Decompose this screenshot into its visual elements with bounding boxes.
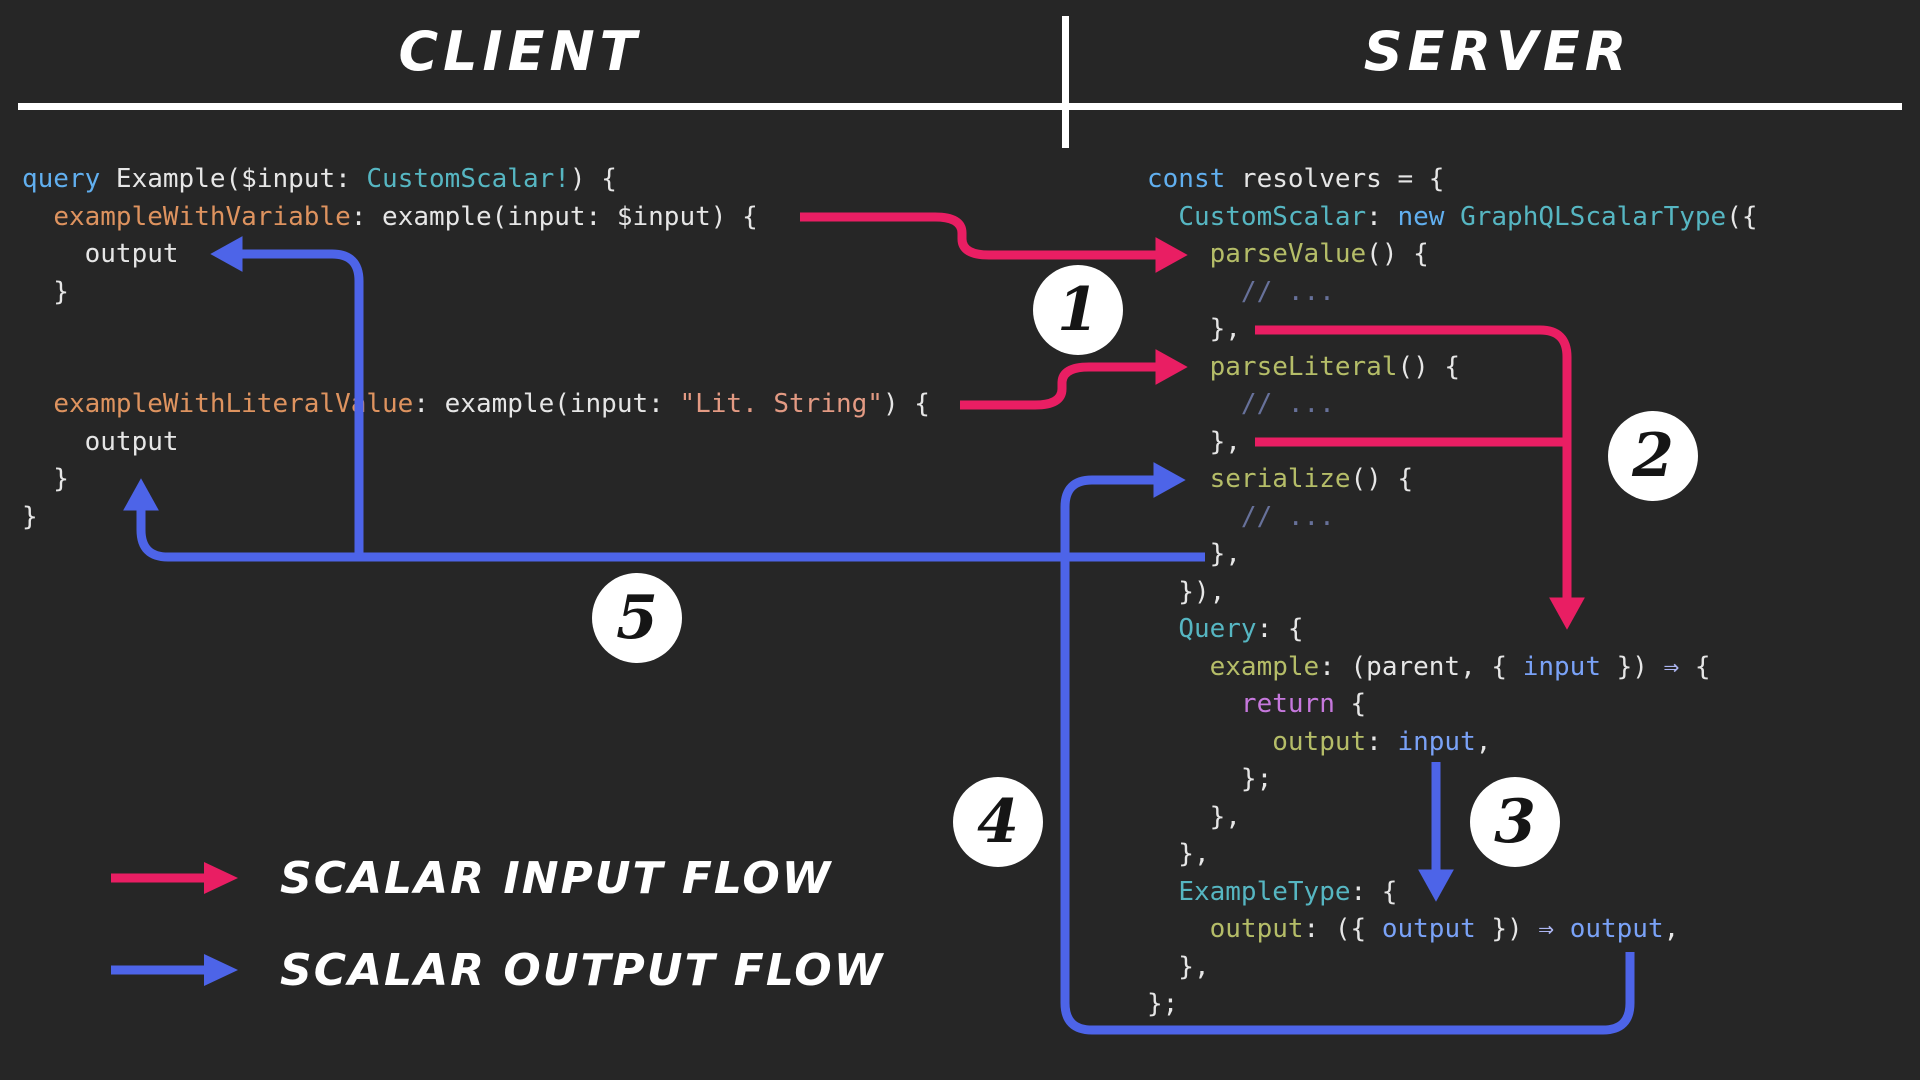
code-line: CustomScalar: new GraphQLScalarType({ xyxy=(1178,201,1758,232)
code-line: }, xyxy=(1147,426,1241,457)
code-line: output: ({ output }) ⇒ output, xyxy=(1209,914,1680,944)
flow-step-4-badge: 4 xyxy=(953,777,1043,867)
code-line: }, xyxy=(1147,839,1210,869)
input-flow-parsers-to-resolver-arrow xyxy=(1255,325,1585,630)
output-flow-label: SCALAR OUTPUT FLOW xyxy=(280,944,885,996)
code-line: ExampleType: { xyxy=(1178,876,1398,907)
code-line: Query: { xyxy=(1178,614,1304,644)
code-line: output: input, xyxy=(1272,726,1492,757)
code-line: query Example($input: CustomScalar!) { xyxy=(22,164,617,194)
code-line: }, xyxy=(1147,314,1241,344)
code-line: }), xyxy=(1147,576,1226,607)
code-line: exampleWithLiteralValue: example(input: … xyxy=(53,389,930,419)
code-line: // ... xyxy=(1147,501,1335,532)
code-line: output xyxy=(22,426,179,457)
code-line: }, xyxy=(1147,801,1241,832)
server-code-block: const resolvers = { CustomScalar: new Gr… xyxy=(1147,161,1758,1024)
input-flow-label: SCALAR INPUT FLOW xyxy=(280,852,833,904)
input-flow-arrow-icon xyxy=(111,862,238,894)
code-line: example: (parent, { input }) ⇒ { xyxy=(1209,651,1711,682)
code-line: return { xyxy=(1240,689,1367,719)
code-line: // ... xyxy=(1147,389,1335,419)
code-line: parseValue() { xyxy=(1209,239,1429,269)
code-line: const resolvers = { xyxy=(1147,164,1445,194)
output-flow-arrow-icon xyxy=(111,954,238,986)
header-divider xyxy=(1062,16,1069,148)
legend-input-flow-row: SCALAR INPUT FLOW xyxy=(108,832,884,924)
flow-step-2-badge: 2 xyxy=(1608,411,1698,501)
flow-step-5-badge: 5 xyxy=(592,573,682,663)
code-line: } xyxy=(22,276,69,307)
code-line: serialize() { xyxy=(1209,464,1414,494)
code-line: }, xyxy=(1147,951,1210,982)
legend-output-flow-row: SCALAR OUTPUT FLOW xyxy=(108,924,884,1016)
output-flow-serialize-to-first-output-arrow xyxy=(210,236,364,557)
flow-step-1-badge: 1 xyxy=(1033,265,1123,355)
client-header: CLIENT xyxy=(398,20,642,83)
legend: SCALAR INPUT FLOW SCALAR OUTPUT FLOW xyxy=(108,832,884,1016)
input-flow-literal-to-parseliteral-arrow xyxy=(960,349,1188,410)
code-line: } xyxy=(22,501,38,532)
client-code-block: query Example($input: CustomScalar!) { e… xyxy=(22,161,930,536)
output-flow-serialize-to-second-output-arrow xyxy=(123,478,1205,562)
code-line: output xyxy=(22,239,179,269)
server-header: SERVER xyxy=(1363,20,1632,83)
output-flow-exampletype-to-serialize-arrow xyxy=(1060,462,1635,1035)
code-line: }, xyxy=(1147,539,1241,569)
code-line: exampleWithVariable: example(input: $inp… xyxy=(53,201,758,232)
code-line: }; xyxy=(1147,989,1179,1019)
code-line: }; xyxy=(1147,764,1273,794)
code-line: parseLiteral() { xyxy=(1209,351,1461,382)
input-flow-variable-to-parsevalue-arrow xyxy=(800,212,1188,273)
header-underline xyxy=(18,103,1902,110)
code-line: // ... xyxy=(1147,276,1335,307)
code-line: } xyxy=(22,464,69,494)
flow-step-3-badge: 3 xyxy=(1470,777,1560,867)
